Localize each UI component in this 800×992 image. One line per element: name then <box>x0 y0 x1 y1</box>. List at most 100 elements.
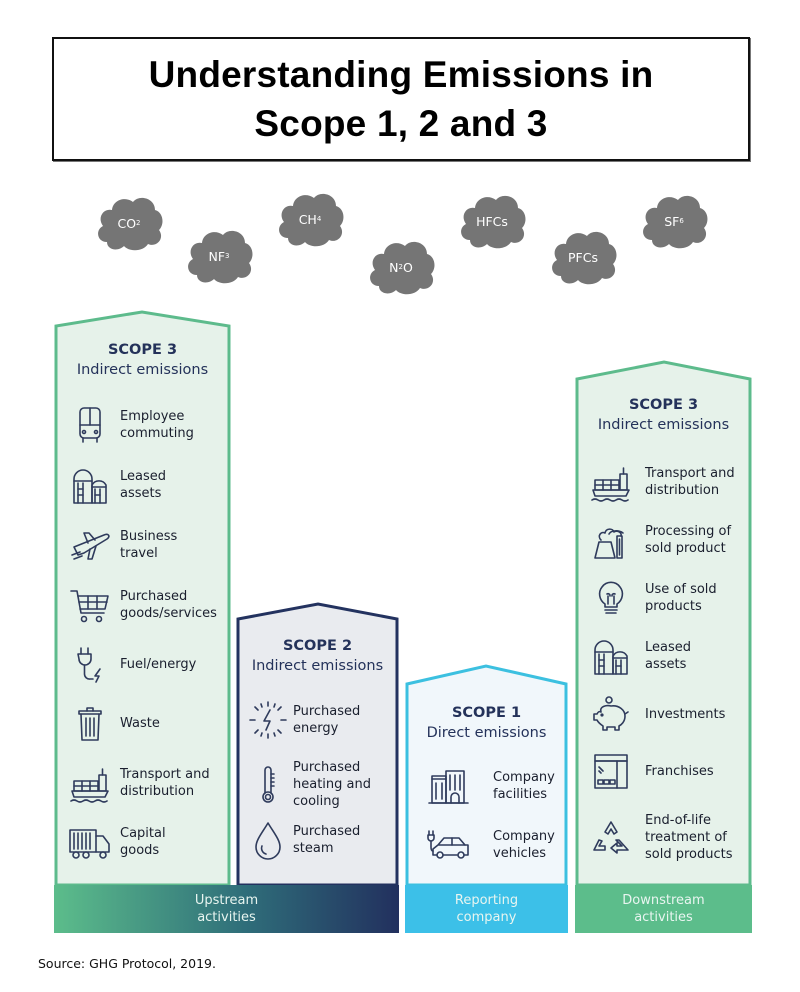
item-label: Purchased heating and cooling <box>293 760 371 809</box>
downstream-scope3-list-item: Franchises <box>587 749 714 793</box>
downstream-scope3-title: SCOPE 3 <box>628 397 699 413</box>
gas-subscript: 3 <box>225 252 230 260</box>
factory-icon <box>587 518 635 562</box>
item-label: Capital goods <box>120 826 166 858</box>
upstream-scope3-header: SCOPE 3 Indirect emissions <box>56 340 229 380</box>
item-label: Company vehicles <box>493 829 555 861</box>
piggy-bank-icon <box>587 692 635 736</box>
cargo-ship-icon <box>587 460 635 504</box>
bus-icon <box>66 403 114 447</box>
downstream-scope3-list-item: Leased assets <box>587 634 691 678</box>
scope2-header: SCOPE 2 Indirect emissions <box>238 636 397 676</box>
item-label: Leased assets <box>120 469 167 501</box>
upstream-scope3-list-item: Waste <box>66 701 160 745</box>
gas-formula-tail: O <box>402 259 413 275</box>
scope1-header: SCOPE 1 Direct emissions <box>407 703 566 743</box>
downstream-scope3-list-item: Use of sold products <box>587 576 717 620</box>
item-label: Purchased goods/services <box>120 589 217 621</box>
item-label: Purchased energy <box>293 704 361 736</box>
cloud-icon <box>98 197 163 251</box>
scope1-list-item: Company facilities <box>425 764 555 808</box>
item-label: Company facilities <box>493 770 555 802</box>
item-label: Processing of sold product <box>645 524 732 556</box>
downstream-scope3-header: SCOPE 3 Indirect emissions <box>577 395 750 435</box>
downstream-scope3-list-item: End-of-life treatment of sold products <box>587 812 733 863</box>
truck-icon <box>66 820 114 864</box>
gas-formula: N <box>389 259 399 275</box>
upstream-activities-banner: Upstream activities <box>194 893 259 925</box>
item-label: Business travel <box>120 529 178 561</box>
gas-formula: HFCs <box>476 213 508 229</box>
airplane-icon <box>66 523 114 567</box>
electric-car-icon <box>425 823 473 867</box>
upstream-scope3-list-item: Transport and distribution <box>66 761 210 805</box>
gas-subscript: 4 <box>316 215 322 223</box>
reporting-company-banner: Reporting company <box>454 893 519 925</box>
recycle-icon <box>587 816 635 860</box>
gas-subscript: 6 <box>679 217 684 225</box>
downstream-activities-banner: Downstream activities <box>622 893 705 925</box>
scope2-list-item: Purchased heating and cooling <box>244 759 371 810</box>
downstream-scope3-list-item: Transport and distribution <box>587 460 735 504</box>
scope1-title: SCOPE 1 <box>451 705 522 721</box>
title-line-2: Scope 1, 2 and 3 <box>254 103 548 144</box>
item-label: Investments <box>645 706 726 722</box>
gas-formula: PFCs <box>568 249 598 265</box>
title-box: Understanding Emissions in Scope 1, 2 an… <box>52 37 750 161</box>
item-label: Franchises <box>645 763 714 779</box>
gas-formula: NF <box>208 248 226 264</box>
lightning-burst-icon <box>244 698 292 742</box>
upstream-scope3-list-item: Business travel <box>66 523 177 567</box>
item-label: Waste <box>120 715 160 731</box>
item-label: End-of-life treatment of sold products <box>645 813 733 862</box>
cloud-icon <box>279 193 344 247</box>
downstream-banner-bg <box>575 885 752 933</box>
gas-formula: CO <box>117 215 137 231</box>
scope1-list-item: Company vehicles <box>425 823 555 867</box>
item-label: Purchased steam <box>293 824 361 856</box>
cloud-icon <box>370 241 435 295</box>
gas-subscript: 2 <box>136 219 141 227</box>
gas-formula: SF <box>664 213 680 229</box>
upstream-scope3-title: SCOPE 3 <box>107 342 178 358</box>
item-label: Transport and distribution <box>645 466 735 498</box>
storefront-icon <box>587 749 635 793</box>
item-label: Employee commuting <box>120 409 194 441</box>
trash-bin-icon <box>66 701 114 745</box>
water-drop-icon <box>244 818 292 862</box>
plug-icon <box>66 642 114 686</box>
scope1-subtitle: Direct emissions <box>426 725 547 741</box>
item-label: Fuel/energy <box>120 656 197 672</box>
upstream-scope3-subtitle: Indirect emissions <box>76 362 209 378</box>
cloud-icon <box>643 195 708 249</box>
scope2-subtitle: Indirect emissions <box>251 658 384 674</box>
downstream-scope3-list-item: Processing of sold product <box>587 518 731 562</box>
shopping-cart-icon <box>66 583 114 627</box>
silo-icon <box>66 463 114 507</box>
thermometer-icon <box>244 763 292 807</box>
reporting-banner-bg <box>405 885 568 933</box>
upstream-banner-bg <box>54 885 399 933</box>
light-bulb-icon <box>587 576 635 620</box>
source-citation: Source: GHG Protocol, 2019. <box>38 956 216 971</box>
cloud-icon <box>552 231 617 285</box>
gas-formula: CH <box>298 211 317 227</box>
upstream-scope3-list-item: Capital goods <box>66 820 166 864</box>
downstream-scope3-subtitle: Indirect emissions <box>597 417 730 433</box>
item-label: Use of sold products <box>645 582 717 614</box>
upstream-scope3-list-item: Leased assets <box>66 463 166 507</box>
scope2-list-item: Purchased steam <box>244 818 360 862</box>
downstream-scope3-column <box>575 360 752 887</box>
cloud-icon <box>461 195 526 249</box>
cargo-ship-icon <box>66 761 114 805</box>
